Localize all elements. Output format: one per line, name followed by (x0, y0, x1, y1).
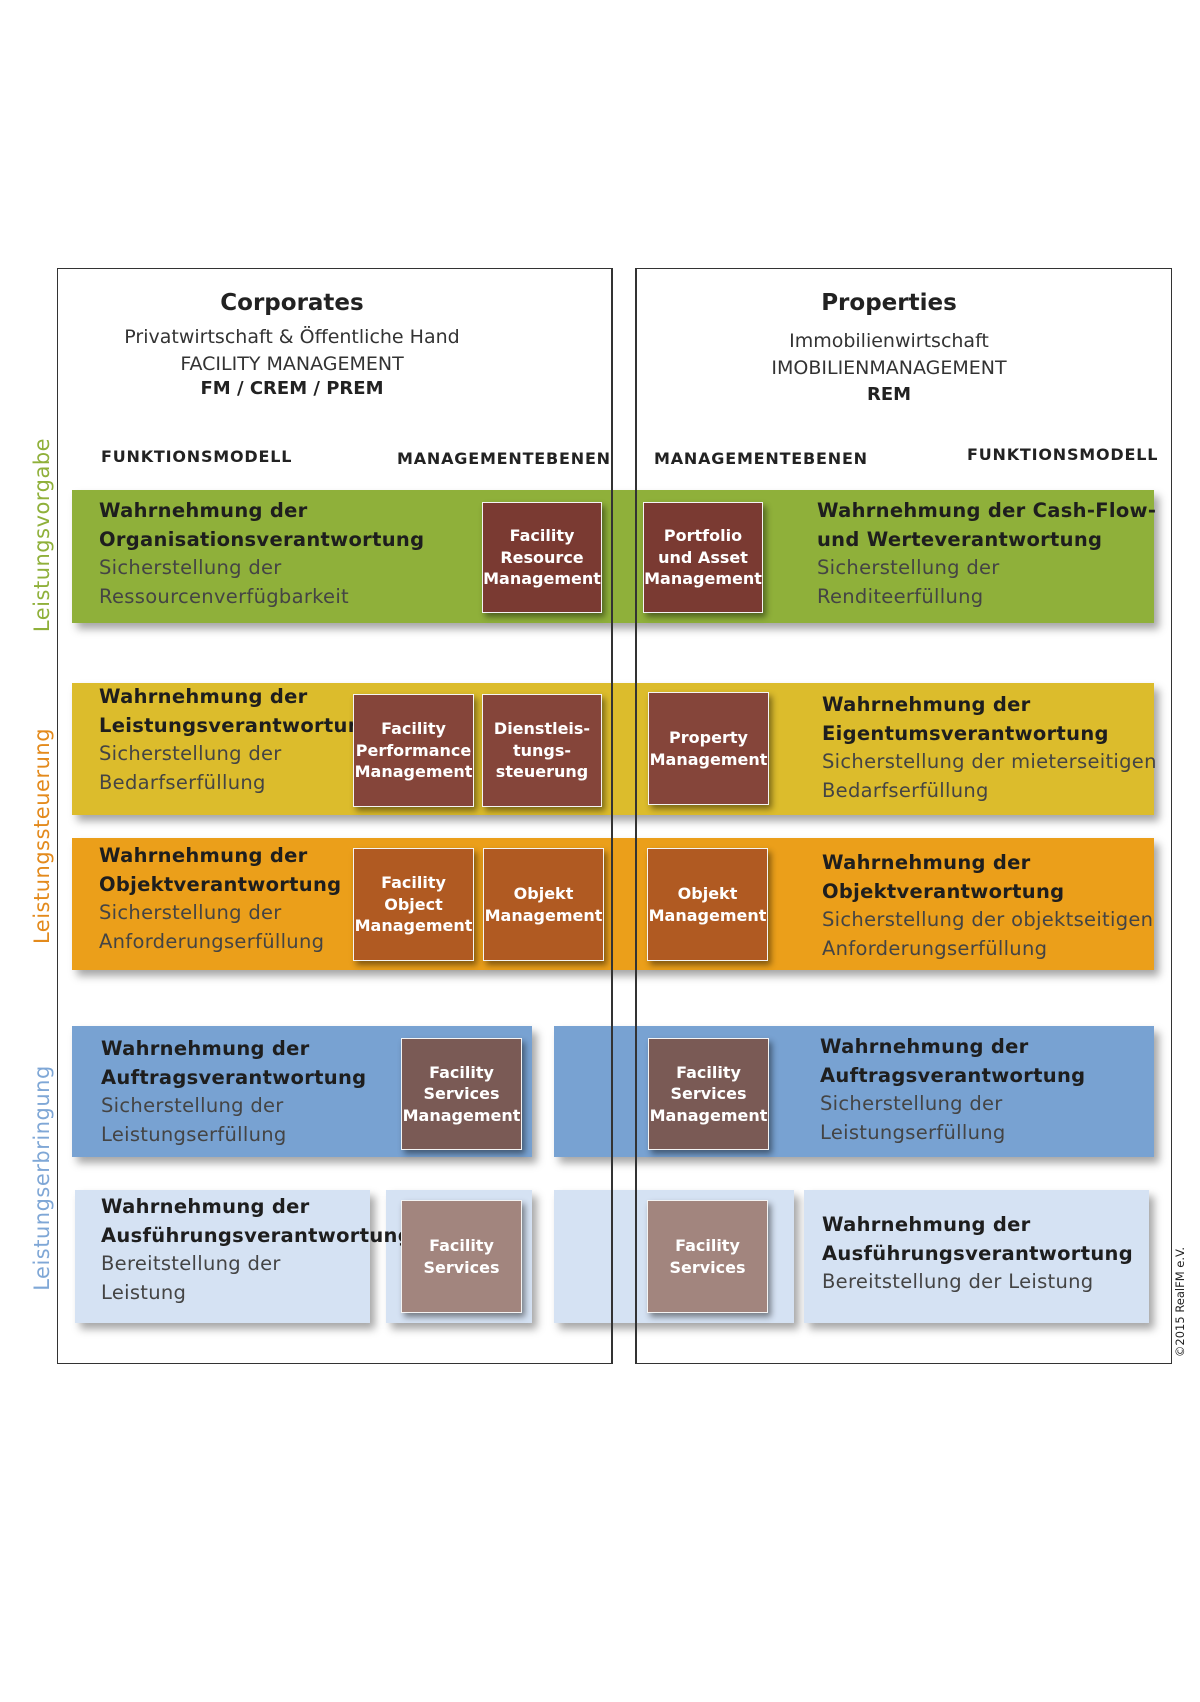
corporates-fm-label: FACILITY MANAGEMENT (180, 353, 404, 375)
row4-left-text: Wahrnehmung der Auftragsverantwortung Si… (101, 1035, 366, 1149)
box-facility-services-management-right: Facility Services Management (648, 1038, 769, 1150)
box-dienstleistungssteuerung: Dienstleis- tungs- steuerung (482, 694, 602, 807)
properties-header: Properties Immobilienwirtschaft IMOBILIE… (635, 290, 1143, 405)
box-objekt-management-right: Objekt Management (647, 848, 768, 961)
row2-left-bold: Wahrnehmung der Leistungsverantwortung (99, 685, 377, 737)
row4-right-normal: Sicherstellung der Leistungserfüllung (820, 1092, 1006, 1144)
box-facility-object-management: Facility Object Management (353, 848, 474, 961)
row1-left-bold: Wahrnehmung der Organisationsverantwortu… (99, 499, 425, 551)
properties-rem-label: IMOBILIENMANAGEMENT (771, 357, 1007, 379)
corporates-abbrev: FM / CREM / PREM (200, 378, 384, 399)
box-facility-services-right: Facility Services (647, 1200, 768, 1313)
properties-frame (635, 268, 1172, 1364)
row4-left-normal: Sicherstellung der Leistungserfüllung (101, 1094, 287, 1146)
row-lightblue-band-right (804, 1190, 1149, 1323)
row5-left-bold: Wahrnehmung der Ausführungsverantwortung (101, 1195, 412, 1247)
row5-left-normal: Bereitstellung der Leistung (101, 1252, 281, 1304)
col-heading-function-left: FUNKTIONSMODELL (101, 447, 293, 466)
row2-right-bold: Wahrnehmung der Eigentumsverantwortung (822, 693, 1109, 745)
corporates-subtitle: Privatwirtschaft & Öffentliche Hand (124, 326, 460, 348)
row5-right-bold: Wahrnehmung der Ausführungsverantwortung (822, 1213, 1133, 1265)
properties-title: Properties (821, 290, 957, 316)
row3-right-text: Wahrnehmung der Objektverantwortung Sich… (822, 849, 1153, 963)
divider-right-frame-left-edge (635, 268, 637, 1364)
box-facility-performance-management: Facility Performance Management (353, 694, 474, 807)
row2-left-text: Wahrnehmung der Leistungsverantwortung S… (99, 683, 376, 797)
box-facility-services-management-left: Facility Services Management (401, 1038, 522, 1150)
corporates-header: Corporates Privatwirtschaft & Öffentlich… (57, 290, 527, 399)
row3-right-bold: Wahrnehmung der Objektverantwortung (822, 851, 1065, 903)
row3-left-bold: Wahrnehmung der Objektverantwortung (99, 844, 342, 896)
row5-right-text: Wahrnehmung der Ausführungsverantwortung… (822, 1211, 1133, 1297)
row2-right-normal: Sicherstellung der mieterseitigen Bedarf… (822, 750, 1157, 802)
row1-left-normal: Sicherstellung der Ressourcenverfügbarke… (99, 556, 350, 608)
side-label-leistungssteuerung: Leistungssteuerung (30, 727, 54, 945)
properties-abbrev: REM (866, 384, 912, 405)
row-yellow-band (72, 683, 1154, 815)
row3-left-normal: Sicherstellung der Anforderungserfüllung (99, 901, 325, 953)
row-lightblue-band-left (75, 1190, 370, 1323)
properties-subtitle: Immobilienwirtschaft (789, 330, 989, 352)
corporates-frame (57, 268, 613, 1364)
box-property-management: Property Management (648, 692, 769, 805)
row4-right-bold: Wahrnehmung der Auftragsverantwortung (820, 1035, 1086, 1087)
row1-right-normal: Sicherstellung der Renditeerfüllung (817, 556, 1000, 608)
row5-right-normal: Bereitstellung der Leistung (822, 1270, 1094, 1293)
row2-left-normal: Sicherstellung der Bedarfserfüllung (99, 742, 282, 794)
row5-left-text: Wahrnehmung der Ausführungsverantwortung… (101, 1193, 412, 1307)
copyright-notice: ©2015 RealFM e.V. (1173, 1246, 1187, 1358)
box-facility-services-left: Facility Services (401, 1200, 522, 1313)
row3-left-text: Wahrnehmung der Objektverantwortung Sich… (99, 842, 341, 956)
col-heading-levels-left: MANAGEMENTEBENEN (397, 449, 611, 468)
row4-right-text: Wahrnehmung der Auftragsverantwortung Si… (820, 1033, 1085, 1147)
box-facility-resource-management: Facility Resource Management (482, 502, 602, 613)
row3-right-normal: Sicherstellung der objektseitigen Anford… (822, 908, 1154, 960)
side-label-leistungserbringung: Leistungserbringung (30, 1065, 54, 1291)
row-green-band (72, 490, 1154, 623)
col-heading-levels-right: MANAGEMENTEBENEN (654, 449, 868, 468)
row1-right-bold: Wahrnehmung der Cash-Flow- und Wertevera… (817, 499, 1157, 551)
row1-right-text: Wahrnehmung der Cash-Flow- und Wertevera… (817, 497, 1156, 611)
col-heading-function-right: FUNKTIONSMODELL (967, 445, 1159, 464)
side-label-leistungsvorgabe: Leistungsvorgabe (30, 437, 54, 633)
row4-left-bold: Wahrnehmung der Auftragsverantwortung (101, 1037, 367, 1089)
divider-left-frame-right-edge (611, 268, 613, 1364)
row2-right-text: Wahrnehmung der Eigentumsverantwortung S… (822, 691, 1157, 805)
row1-left-text: Wahrnehmung der Organisationsverantwortu… (99, 497, 424, 611)
box-portfolio-asset-management: Portfolio und Asset Management (643, 502, 763, 613)
row-orange-band (72, 838, 1154, 970)
corporates-title: Corporates (220, 290, 364, 316)
box-objekt-management-left: Objekt Management (483, 848, 604, 961)
